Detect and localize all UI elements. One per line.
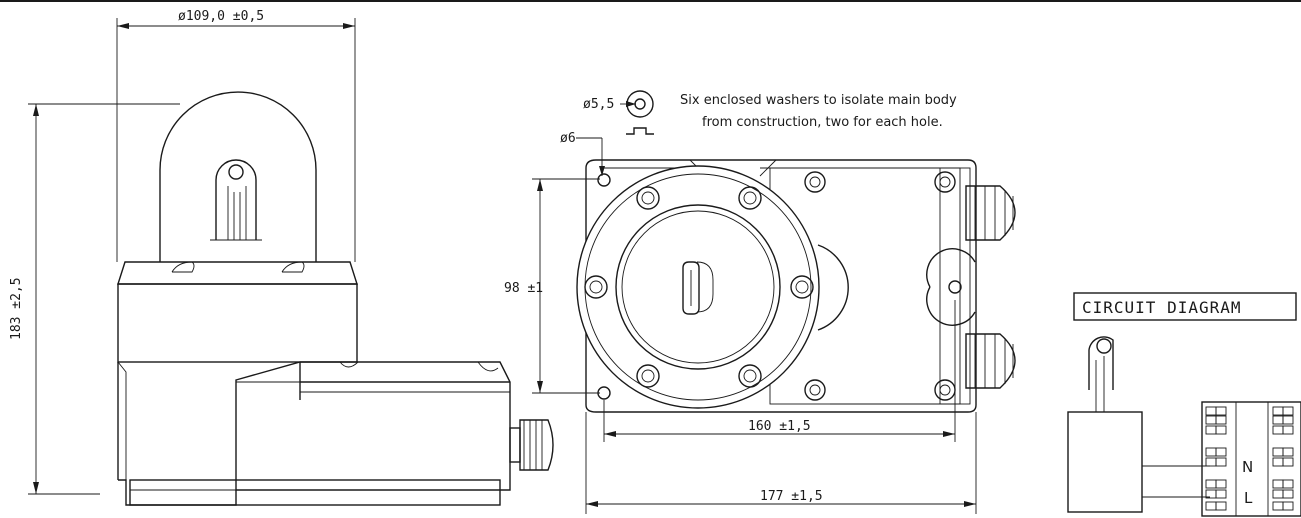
dimension-diameter-top: ø109,0 ±0,5 [178, 9, 264, 24]
dimension-height-body: 98 ±1 [504, 281, 543, 296]
dimension-width-total: 177 ±1,5 [760, 489, 823, 504]
cable-glands [965, 185, 1016, 389]
flange-bolts [584, 186, 814, 388]
side-view: ø109,0 ±0,5 183 ±2,5 [9, 9, 554, 506]
note-line-1: Six enclosed washers to isolate main bod… [680, 93, 957, 108]
dimension-hole-diameter: ø6 [560, 131, 576, 146]
dimension-hole-spacing: 160 ±1,5 [748, 419, 811, 434]
circuit-diagram-title: CIRCUIT DIAGRAM [1082, 298, 1242, 317]
circuit-diagram: CIRCUIT DIAGRAM [1067, 292, 1301, 517]
dimension-washer-diameter: ø5,5 [583, 97, 614, 112]
front-view: ø5,5 Six enclosed washers to isolate mai… [504, 90, 1016, 514]
terminal-right-column [1272, 406, 1294, 511]
circuit-label-n: N [1242, 458, 1253, 476]
note-line-2: from construction, two for each hole. [702, 115, 943, 130]
dimension-height-total: 183 ±2,5 [9, 277, 24, 340]
circuit-label-l: L [1244, 489, 1253, 507]
terminal-left-column [1205, 406, 1227, 511]
